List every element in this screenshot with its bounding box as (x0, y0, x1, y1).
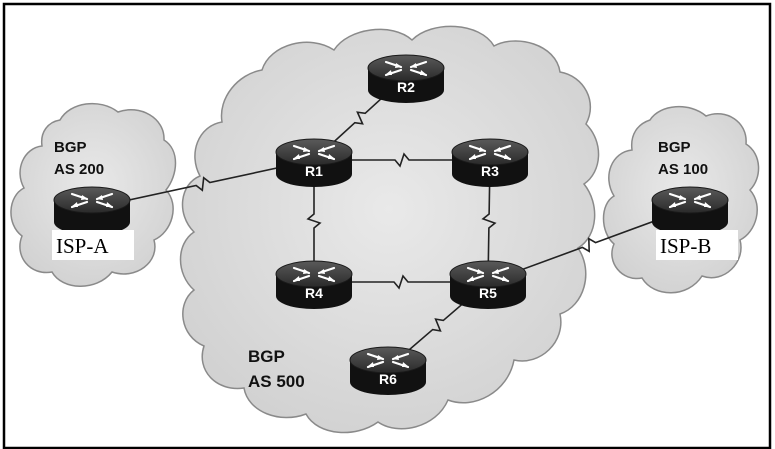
router-r6[interactable]: R6 (349, 346, 427, 395)
as100-bgp-label: BGP (658, 139, 691, 156)
link-r5-r6 (387, 281, 489, 369)
router-r4-label: R4 (305, 285, 323, 301)
link-layer (91, 75, 691, 369)
router-isp-a[interactable] (53, 186, 131, 235)
arrowheads (385, 63, 427, 75)
router-r5-label: R5 (479, 285, 497, 301)
router-r1-label: R1 (305, 163, 323, 179)
router-r3-label: R3 (481, 163, 499, 179)
link-r1-r3 (314, 152, 490, 168)
router-r5[interactable]: R5 (449, 260, 527, 309)
as200-bgp-label: BGP (54, 139, 87, 156)
isp-b-label: ISP-B (660, 234, 711, 258)
router-isp-b[interactable] (651, 186, 729, 235)
link-r1-r4 (306, 160, 322, 282)
arrowheads (467, 269, 509, 281)
router-r1[interactable]: R1 (275, 138, 353, 187)
link-r5-isp-b (487, 207, 691, 283)
router-r2-label: R2 (397, 79, 415, 95)
router-r6-label: R6 (379, 371, 397, 387)
router-r4[interactable]: R4 (275, 260, 353, 309)
as100-as-label: AS 100 (658, 161, 708, 178)
cloud-as500 (179, 25, 600, 434)
arrowheads (469, 147, 511, 159)
router-top (53, 186, 131, 214)
arrowheads (293, 269, 335, 281)
isp-a-label-box (52, 230, 134, 260)
router-top (451, 138, 529, 166)
router-r2[interactable]: R2 (367, 54, 445, 103)
link-isp-a-r1 (91, 159, 315, 209)
arrowheads (293, 147, 335, 159)
router-top (367, 54, 445, 82)
link-r1-r2 (313, 75, 407, 161)
isp-b-label-box (656, 230, 738, 260)
router-top (651, 186, 729, 214)
arrowheads (669, 195, 711, 207)
link-r4-r5 (314, 274, 488, 290)
router-top (349, 346, 427, 374)
isp-a-label: ISP-A (56, 234, 109, 258)
arrowheads (71, 195, 113, 207)
router-top (449, 260, 527, 288)
router-r3[interactable]: R3 (451, 138, 529, 187)
as500-bgp-label: BGP (248, 347, 285, 366)
link-r3-r5 (481, 159, 497, 283)
router-top (275, 138, 353, 166)
as200-as-label: AS 200 (54, 161, 104, 178)
arrowheads (367, 355, 409, 367)
router-top (275, 260, 353, 288)
as500-as-label: AS 500 (248, 372, 305, 391)
